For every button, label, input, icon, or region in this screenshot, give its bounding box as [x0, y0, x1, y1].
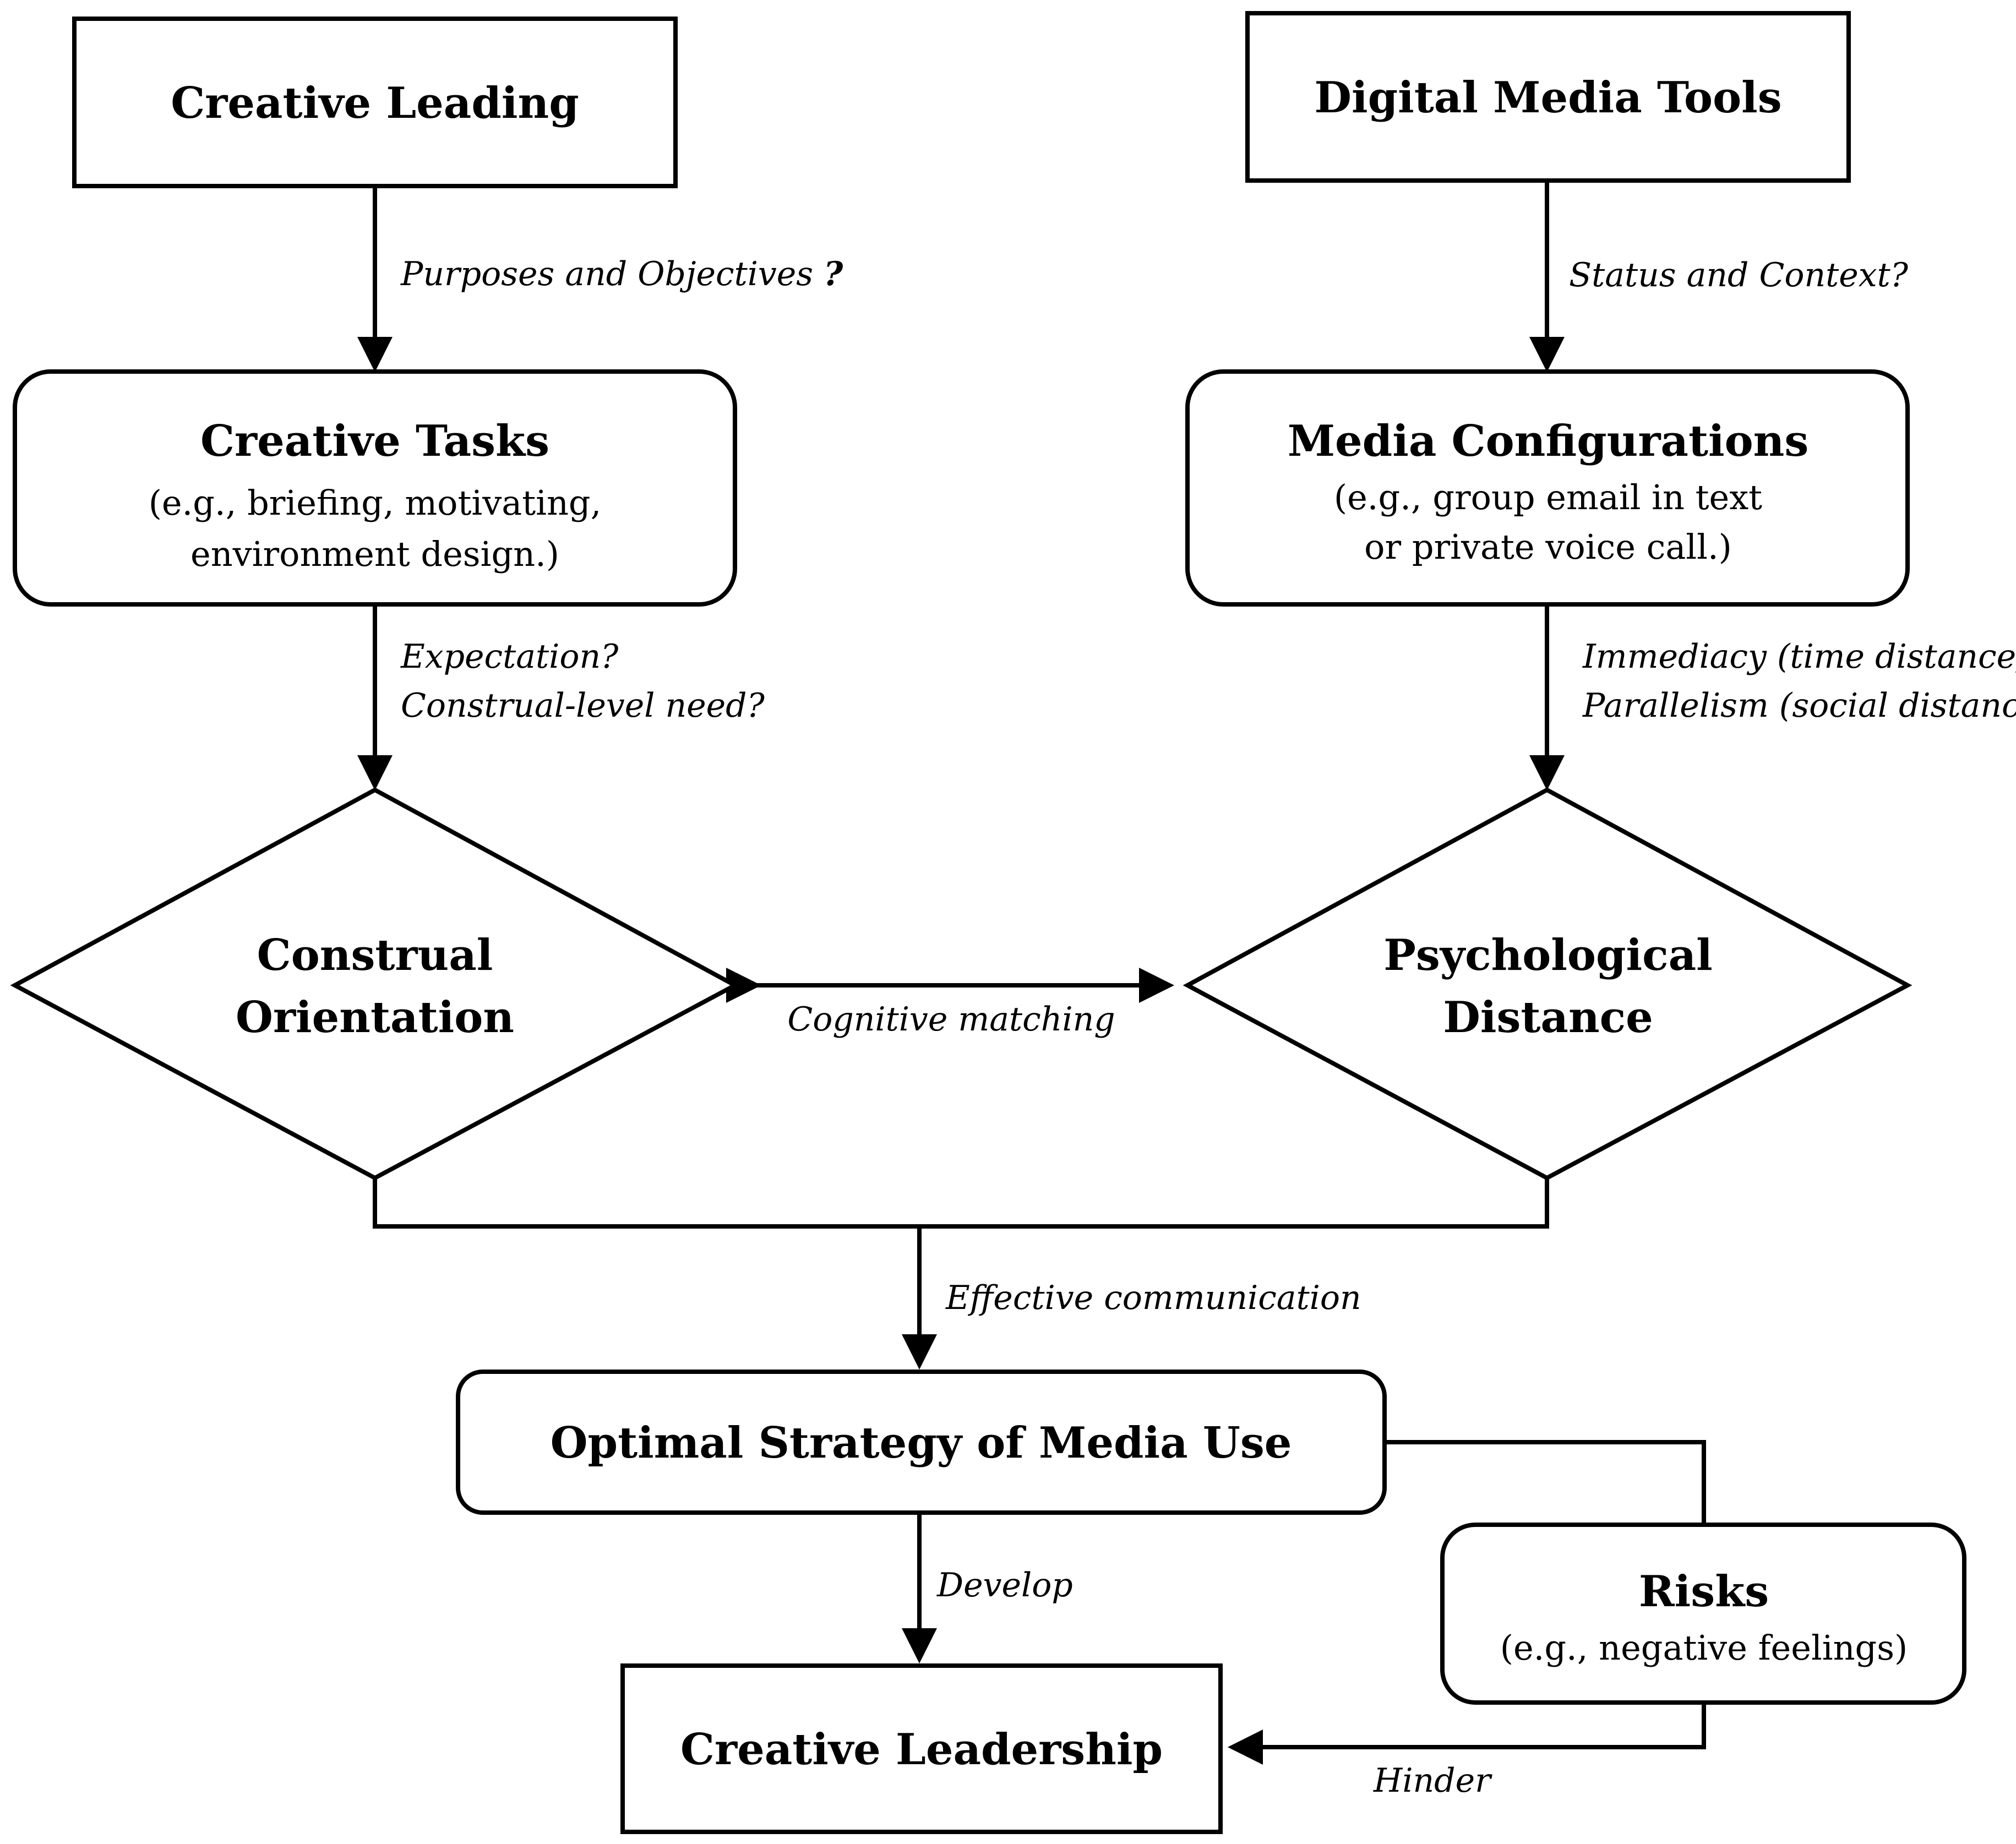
edge-label-effective-communication: Effective communication — [945, 1279, 1361, 1317]
node-creative-tasks-line-1: (e.g., briefing, motivating, — [149, 483, 602, 523]
edge-label-parallelism: Parallelism (social distance)? — [1582, 686, 2016, 725]
edge-label-purposes: Purposes and Objectives ? — [400, 255, 843, 293]
node-creative-leading-title: Creative Leading — [171, 78, 579, 128]
node-media-configurations-title: Media Configurations — [1288, 416, 1809, 466]
node-construal-orientation-line-1: Construal — [257, 930, 493, 980]
node-psychological-distance-line-1: Psychological — [1383, 930, 1713, 980]
connectors — [357, 182, 1706, 1765]
edge-label-cognitive-matching: Cognitive matching — [787, 1000, 1115, 1039]
edge-label-expectation: Expectation? — [400, 637, 619, 676]
node-construal-orientation-line-2: Orientation — [236, 992, 514, 1043]
node-risks-title: Risks — [1639, 1567, 1769, 1617]
edge-label-construal-need: Construal-level need? — [401, 686, 765, 725]
node-risks-line-1: (e.g., negative feelings) — [1500, 1628, 1908, 1668]
node-creative-tasks: Creative Tasks (e.g., briefing, motivati… — [13, 369, 737, 607]
edge-label-status-context: Status and Context? — [1569, 256, 1909, 294]
edge-label-immediacy: Immediacy (time distance)? — [1582, 637, 2016, 676]
node-digital-media-tools-title: Digital Media Tools — [1314, 73, 1781, 123]
node-risks: Risks (e.g., negative feelings) — [1440, 1523, 1966, 1705]
node-psychological-distance-line-2: Distance — [1443, 992, 1653, 1043]
line-optimal-to-risks — [1385, 1440, 1706, 1525]
node-media-configurations-line-1: (e.g., group email in text — [1334, 477, 1762, 517]
node-creative-leading: Creative Leading — [72, 17, 678, 188]
edge-label-hinder: Hinder — [1373, 1761, 1492, 1800]
arrow-risks-to-leadership — [1228, 1704, 1706, 1765]
node-optimal-strategy-title: Optimal Strategy of Media Use — [551, 1418, 1292, 1468]
node-media-configurations: Media Configurations (e.g., group email … — [1185, 369, 1910, 607]
node-optimal-strategy: Optimal Strategy of Media Use — [456, 1370, 1387, 1515]
edge-label-purposes-text: Purposes and Objectives — [400, 255, 813, 293]
node-creative-tasks-line-2: environment design.) — [190, 534, 559, 574]
node-psychological-distance: Psychological Distance — [1183, 787, 1913, 1181]
merge-line — [373, 1177, 1549, 1229]
node-construal-orientation: Construal Orientation — [10, 787, 740, 1181]
node-digital-media-tools: Digital Media Tools — [1245, 11, 1851, 183]
node-media-configurations-line-2: or private voice call.) — [1364, 527, 1732, 567]
node-creative-tasks-title: Creative Tasks — [200, 416, 549, 466]
edge-label-develop: Develop — [936, 1566, 1073, 1605]
node-creative-leadership: Creative Leadership — [620, 1663, 1223, 1834]
node-creative-leadership-title: Creative Leadership — [680, 1725, 1163, 1775]
edge-label-purposes-mark: ? — [824, 255, 843, 293]
